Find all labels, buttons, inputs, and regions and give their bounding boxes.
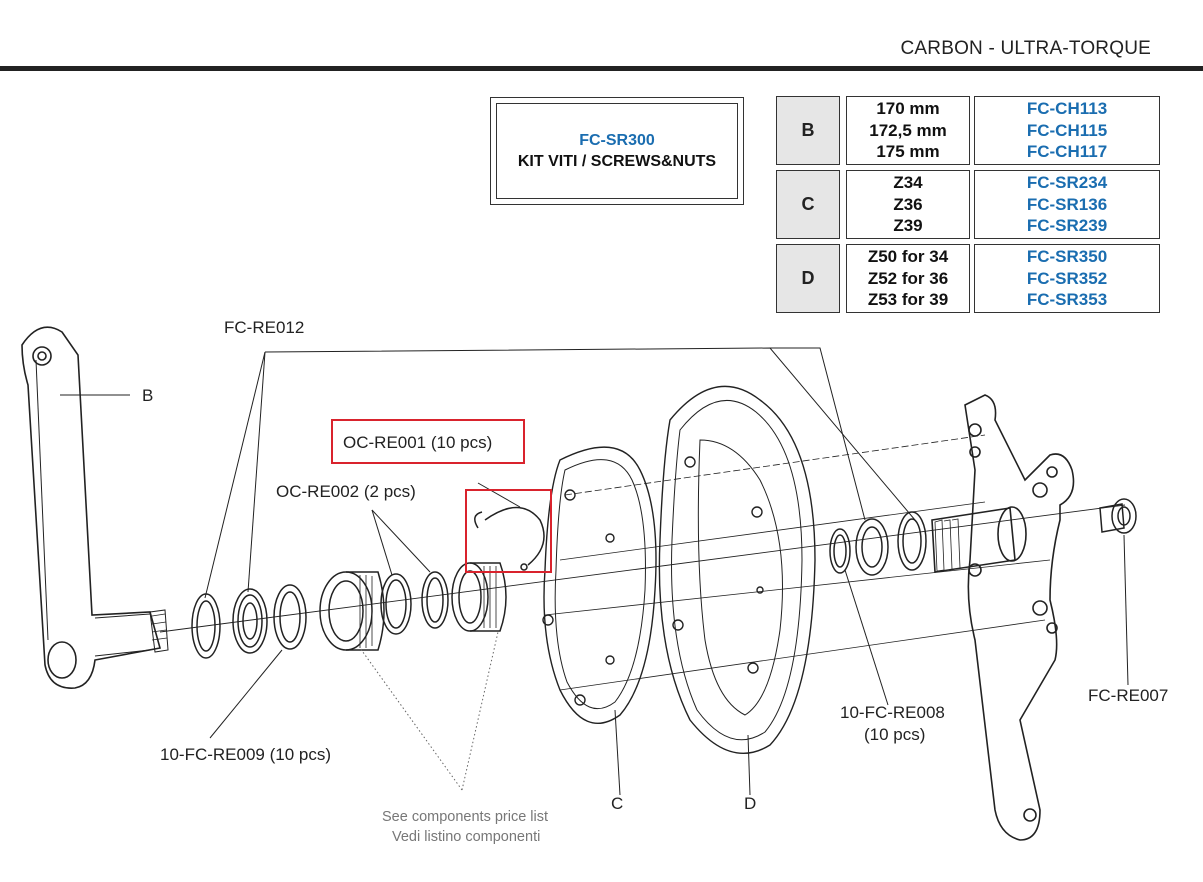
bb-cup [328,580,364,642]
parts-letter-b: B [776,96,840,165]
right-crank-arm [931,394,1075,841]
callout-fc-re008-line1: 10-FC-RE008 [840,703,945,722]
assembly-axis [159,504,1126,633]
spec-text: Z52 for 36 [867,268,949,288]
leader-fc-re012 [247,351,266,593]
assembly-axis [544,559,1051,616]
leader-fc-re012 [770,347,866,521]
parts-specs-b: 170 mm 172,5 mm 175 mm [846,96,970,165]
washer-fc-re012 [196,600,216,652]
callout-fc-re012: FC-RE012 [224,318,305,337]
leader-see-list [461,631,499,791]
leader-see-list [359,647,463,791]
spec-text: Z53 for 39 [867,290,949,310]
washer-fc-re008 [833,534,847,568]
parts-codes-d: FC-SR350 FC-SR352 FC-SR353 [974,244,1160,313]
bearing-right [897,511,927,571]
leader-c [614,709,621,796]
ring-oc-re002 [380,573,412,635]
screw-kit-box-inner: FC-SR300 KIT VITI / SCREWS&NUTS [496,103,738,199]
leader-fc-re012 [204,351,266,599]
ring-oc-re002 [421,571,449,629]
callout-oc-re001: OC-RE001 (10 pcs) [343,433,493,452]
parts-specs-d: Z50 for 34 Z52 for 36 Z53 for 39 [846,244,970,313]
circlip-oc-re001 [474,506,545,566]
part-code[interactable]: FC-CH117 [1026,142,1108,162]
parts-row-b: B 170 mm 172,5 mm 175 mm FC-CH113 FC-CH1… [776,96,1160,165]
parts-codes-b: FC-CH113 FC-CH115 FC-CH117 [974,96,1160,165]
screw-kit-box: FC-SR300 KIT VITI / SCREWS&NUTS [490,97,744,205]
spec-text: 170 mm [876,99,940,119]
callout-fc-re007: FC-RE007 [1088,686,1169,705]
chainring-small-c [542,446,657,724]
spec-text: Z50 for 34 [867,247,949,267]
parts-table: B 170 mm 172,5 mm 175 mm FC-CH113 FC-CH1… [776,96,1160,318]
parts-codes-c: FC-SR234 FC-SR136 FC-SR239 [974,170,1160,239]
callout-d: D [744,794,757,813]
page-title: CARBON - ULTRA-TORQUE [900,38,1151,59]
assembly-axis [559,619,1046,691]
bearing-seal [242,602,258,640]
assembly-axis [564,434,986,496]
spec-text: 175 mm [876,142,940,162]
callout-oc-re002: OC-RE002 (2 pcs) [276,482,416,501]
bolt-fc-re007 [1099,498,1137,534]
kit-label: KIT VITI / SCREWS&NUTS [517,153,717,170]
ring-oc-re002 [426,577,444,623]
chainring-large-d [658,385,816,754]
leader-oc-re001 [477,482,521,508]
wave-washer-fc-re009 [279,591,301,643]
part-code[interactable]: FC-SR234 [1026,173,1108,193]
leader-d [747,734,751,796]
part-code[interactable]: FC-SR350 [1026,247,1108,267]
part-code[interactable]: FC-SR352 [1026,268,1108,288]
highlight-box-label [331,419,525,464]
see-price-list-en: See components price list [382,809,549,825]
ring-oc-re002 [385,579,407,629]
wave-washer-fc-re009 [273,584,307,650]
parts-specs-c: Z34 Z36 Z39 [846,170,970,239]
kit-code[interactable]: FC-SR300 [579,132,655,149]
bearing-right [861,526,883,568]
part-code[interactable]: FC-SR353 [1026,290,1108,310]
spec-text: Z39 [893,216,923,236]
parts-row-d: D Z50 for 34 Z52 for 36 Z53 for 39 FC-SR… [776,244,1160,313]
part-code[interactable]: FC-SR136 [1026,194,1108,214]
bearing-right [855,518,889,576]
leader-fc-re008 [844,569,889,706]
bb-cup-right [451,562,489,632]
bb-cup-right [458,570,482,624]
bb-cup [319,571,373,651]
parts-letter-d: D [776,244,840,313]
spec-text: Z36 [893,194,923,214]
leader-fc-re009 [209,649,283,739]
parts-letter-c: C [776,170,840,239]
parts-row-c: C Z34 Z36 Z39 FC-SR234 FC-SR136 FC-SR239 [776,170,1160,239]
callout-fc-re008-line2: (10 pcs) [864,725,926,744]
highlight-box-part [465,489,552,573]
callout-c: C [611,794,624,813]
left-crank-arm [21,326,169,689]
spec-text: 172,5 mm [869,120,947,140]
callout-fc-re009: 10-FC-RE009 (10 pcs) [160,745,332,764]
bearing-seal [232,588,268,654]
washer-fc-re008 [829,528,851,574]
spec-text: Z34 [893,173,923,193]
part-code[interactable]: FC-CH115 [1026,120,1108,140]
header-rule [0,66,1203,71]
leader-fc-re007 [1123,534,1129,686]
bearing-seal [237,594,263,648]
callout-b: B [142,386,154,405]
see-price-list-it: Vedi listino componenti [392,829,541,845]
part-code[interactable]: FC-SR239 [1026,216,1108,236]
part-code[interactable]: FC-CH113 [1026,99,1108,119]
bearing-right [902,518,922,564]
leader-oc-re002 [371,509,393,576]
leader-oc-re002 [371,509,431,573]
